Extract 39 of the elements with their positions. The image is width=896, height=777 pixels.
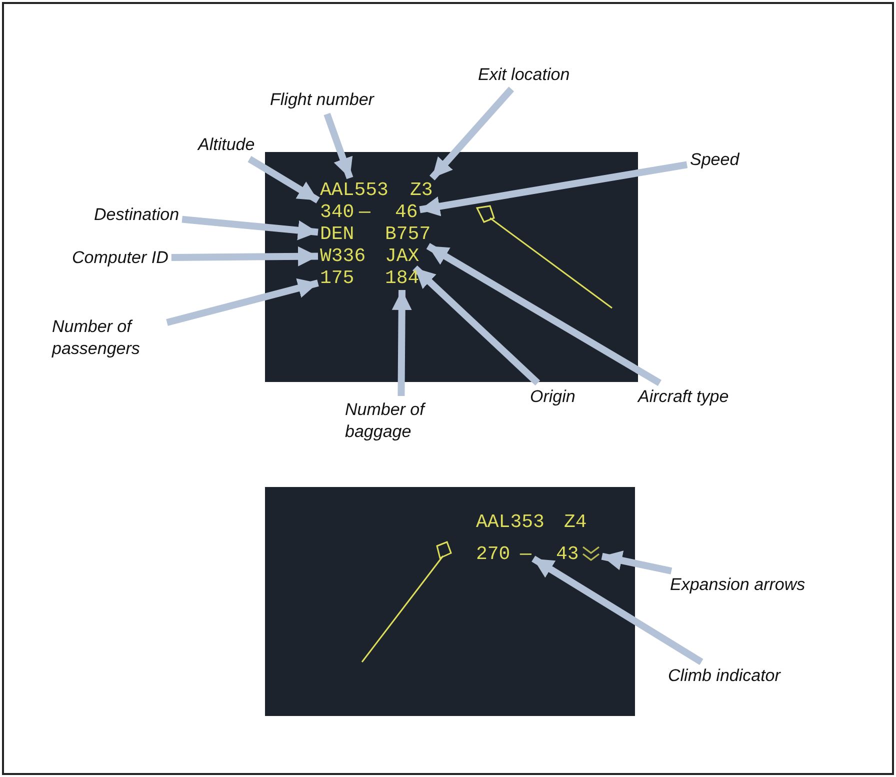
arrow bbox=[601, 550, 672, 574]
arrow bbox=[166, 278, 319, 326]
callout-label: Exit location bbox=[478, 64, 570, 86]
readout-text: JAX bbox=[385, 246, 420, 266]
callout-label: Destination bbox=[94, 204, 180, 226]
readout-text: 46 bbox=[395, 202, 418, 222]
arrow bbox=[532, 556, 704, 665]
callout-label: Flight number bbox=[270, 89, 374, 111]
readout-text: 175 bbox=[320, 268, 354, 288]
readout-text: — bbox=[520, 544, 532, 564]
callout-label: Aircraft type bbox=[638, 386, 729, 408]
arrow bbox=[392, 290, 412, 396]
readout-text: Z4 bbox=[564, 512, 587, 532]
callout-label: Computer ID bbox=[72, 247, 168, 269]
readout-text: 340 bbox=[320, 202, 354, 222]
callout-label: Altitude bbox=[198, 134, 255, 156]
readout-text: 184 bbox=[385, 268, 420, 288]
readout-text: DEN bbox=[320, 224, 354, 244]
readout-text: Z3 bbox=[410, 180, 433, 200]
chevron-icon bbox=[582, 546, 600, 562]
arrow bbox=[182, 216, 318, 240]
readout-text: B757 bbox=[385, 224, 431, 244]
callout-label: Number of passengers bbox=[52, 316, 164, 360]
callout-label: Origin bbox=[530, 386, 576, 408]
callout-label: Expansion arrows bbox=[670, 574, 806, 596]
readout-text: W336 bbox=[320, 246, 366, 266]
arrow bbox=[412, 265, 540, 386]
callout-label: Number of baggage bbox=[345, 399, 457, 443]
readout-text: AAL553 bbox=[320, 180, 388, 200]
readout-text: AAL353 bbox=[476, 512, 544, 532]
readout-text: 43 bbox=[556, 544, 579, 564]
readout-text: — bbox=[359, 202, 370, 222]
readout-text: 270 bbox=[476, 544, 510, 564]
arrow bbox=[171, 246, 318, 266]
callout-label: Climb indicator bbox=[668, 665, 780, 687]
arrow bbox=[429, 86, 514, 180]
callout-label: Speed bbox=[690, 149, 740, 171]
arrow bbox=[419, 161, 688, 216]
arrow bbox=[324, 112, 354, 180]
